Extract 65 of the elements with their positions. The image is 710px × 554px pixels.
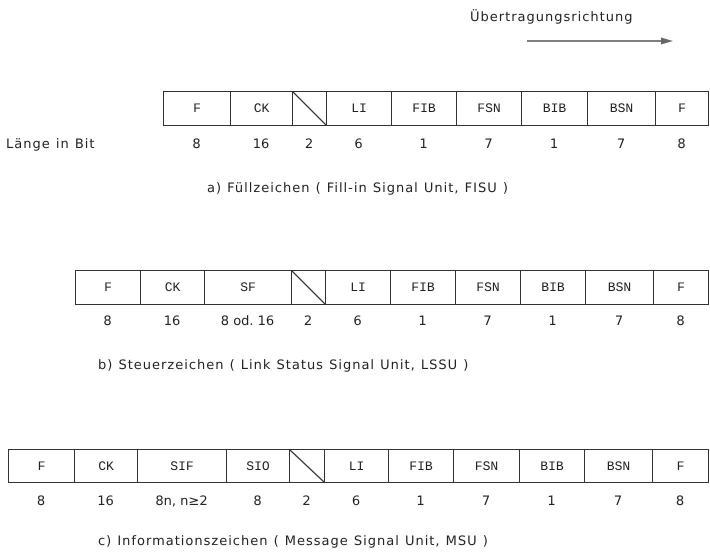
frame-field: BSN bbox=[584, 449, 653, 483]
frame-field: BIB bbox=[521, 91, 588, 126]
bit-length-value: 1 bbox=[416, 494, 425, 509]
frame-field: BIB bbox=[520, 270, 586, 305]
frame-caption: b) Steuerzeichen ( Link Status Signal Unit, LSSU ) bbox=[98, 358, 470, 373]
bit-length-value: 6 bbox=[354, 137, 363, 152]
frame-field: F bbox=[8, 449, 75, 483]
bit-length-value: 2 bbox=[304, 137, 314, 152]
bit-length-value: 1 bbox=[418, 314, 427, 329]
frame-caption: a) Füllzeichen ( Fill-in Signal Unit, FISU ) bbox=[207, 181, 509, 196]
bit-length-value: 7 bbox=[482, 494, 490, 509]
bit-length-value: 8n, n≥2 bbox=[155, 494, 208, 509]
frame-caption: c) Informationszeichen ( Message Signal Unit, MSU ) bbox=[98, 534, 489, 549]
frame-field: CK bbox=[230, 91, 293, 126]
bit-length-value: 16 bbox=[252, 137, 270, 152]
reserved-field bbox=[289, 449, 325, 483]
bit-length-value: 16 bbox=[164, 314, 180, 329]
frame-field: CK bbox=[74, 449, 138, 483]
bit-length-value: 8 bbox=[253, 494, 262, 509]
bit-length-value: 1 bbox=[550, 137, 558, 152]
frame-field: F bbox=[652, 449, 709, 483]
bit-length-value: 2 bbox=[304, 314, 312, 329]
frame-field: F bbox=[653, 270, 709, 305]
bit-length-value: 6 bbox=[352, 494, 360, 509]
bit-length-value: 7 bbox=[484, 137, 493, 152]
bit-length-value: 8 bbox=[676, 494, 684, 509]
bit-length-value: 2 bbox=[302, 494, 311, 509]
frame-field: SF bbox=[204, 270, 292, 305]
frame-field: FSN bbox=[455, 270, 521, 305]
bit-length-value: 8 od. 16 bbox=[220, 314, 274, 329]
bit-length-value: 7 bbox=[616, 137, 626, 152]
bit-length-value: 6 bbox=[353, 314, 362, 329]
bit-length-value: 8 bbox=[677, 137, 686, 152]
frame-field: FIB bbox=[391, 91, 457, 126]
frame-field: LI bbox=[324, 449, 389, 483]
frame-field: F bbox=[163, 91, 231, 126]
bit-length-value: 8 bbox=[103, 314, 112, 329]
frame-field: FSN bbox=[456, 91, 522, 126]
frame-field: FIB bbox=[388, 449, 454, 483]
frame-field: BSN bbox=[585, 270, 654, 305]
bit-length-value: 8 bbox=[676, 314, 685, 329]
frame-field: BIB bbox=[519, 449, 585, 483]
bit-length-value: 8 bbox=[192, 137, 201, 152]
frame-field: SIF bbox=[137, 449, 227, 483]
frame-field: LI bbox=[326, 91, 392, 126]
direction-label: Übertragungsrichtung bbox=[470, 10, 634, 25]
frame-field: LI bbox=[325, 270, 391, 305]
bit-length-value: 8 bbox=[36, 494, 46, 509]
bit-length-value: 7 bbox=[483, 314, 492, 329]
frame-field: FSN bbox=[453, 449, 520, 483]
frame-field: CK bbox=[140, 270, 205, 305]
bit-length-value: 1 bbox=[419, 137, 428, 152]
frame-field: SIO bbox=[226, 449, 290, 483]
frame-field: F bbox=[75, 270, 141, 305]
frame-field: FIB bbox=[390, 270, 456, 305]
bit-length-value: 16 bbox=[97, 494, 114, 509]
bit-length-value: 1 bbox=[548, 314, 557, 329]
reserved-field bbox=[292, 91, 327, 126]
reserved-field bbox=[291, 270, 326, 305]
bit-length-value: 7 bbox=[614, 314, 624, 329]
frame-field: BSN bbox=[587, 91, 656, 126]
bit-length-value: 7 bbox=[614, 494, 622, 509]
frame-field: F bbox=[655, 91, 709, 126]
bit-length-value: 1 bbox=[547, 494, 556, 509]
row-label: Länge in Bit bbox=[6, 137, 96, 152]
